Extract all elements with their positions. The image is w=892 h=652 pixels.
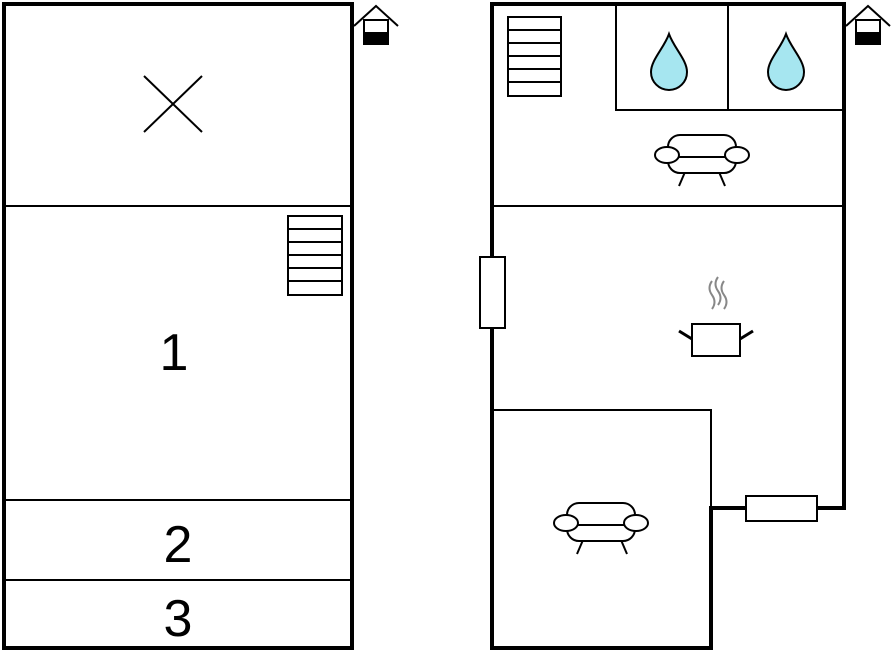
room-divider: [492, 409, 712, 508]
sofa-icon: [553, 502, 649, 555]
ground-floor-plan: [479, 2, 891, 650]
upper-floor-plan: 1 2 3: [2, 2, 399, 650]
room-label: 2: [164, 516, 193, 574]
water-drop-icon: [649, 31, 689, 91]
sofa-icon: [654, 134, 750, 187]
cooking-pot-icon: [678, 276, 754, 357]
door-icon: [745, 495, 818, 522]
house-entrance-icon: [353, 4, 399, 45]
stairs-icon: [287, 215, 343, 296]
x-mark-icon: [143, 75, 203, 133]
room-label: 3: [164, 590, 193, 648]
house-entrance-icon: [845, 4, 891, 45]
upper-floor-outline: [2, 2, 354, 650]
ground-floor-outline: [490, 2, 846, 650]
water-drop-icon: [766, 31, 806, 91]
room-divider: [615, 4, 844, 111]
stairs-icon: [507, 16, 562, 97]
door-icon: [479, 256, 506, 329]
room-label: 1: [160, 324, 189, 382]
